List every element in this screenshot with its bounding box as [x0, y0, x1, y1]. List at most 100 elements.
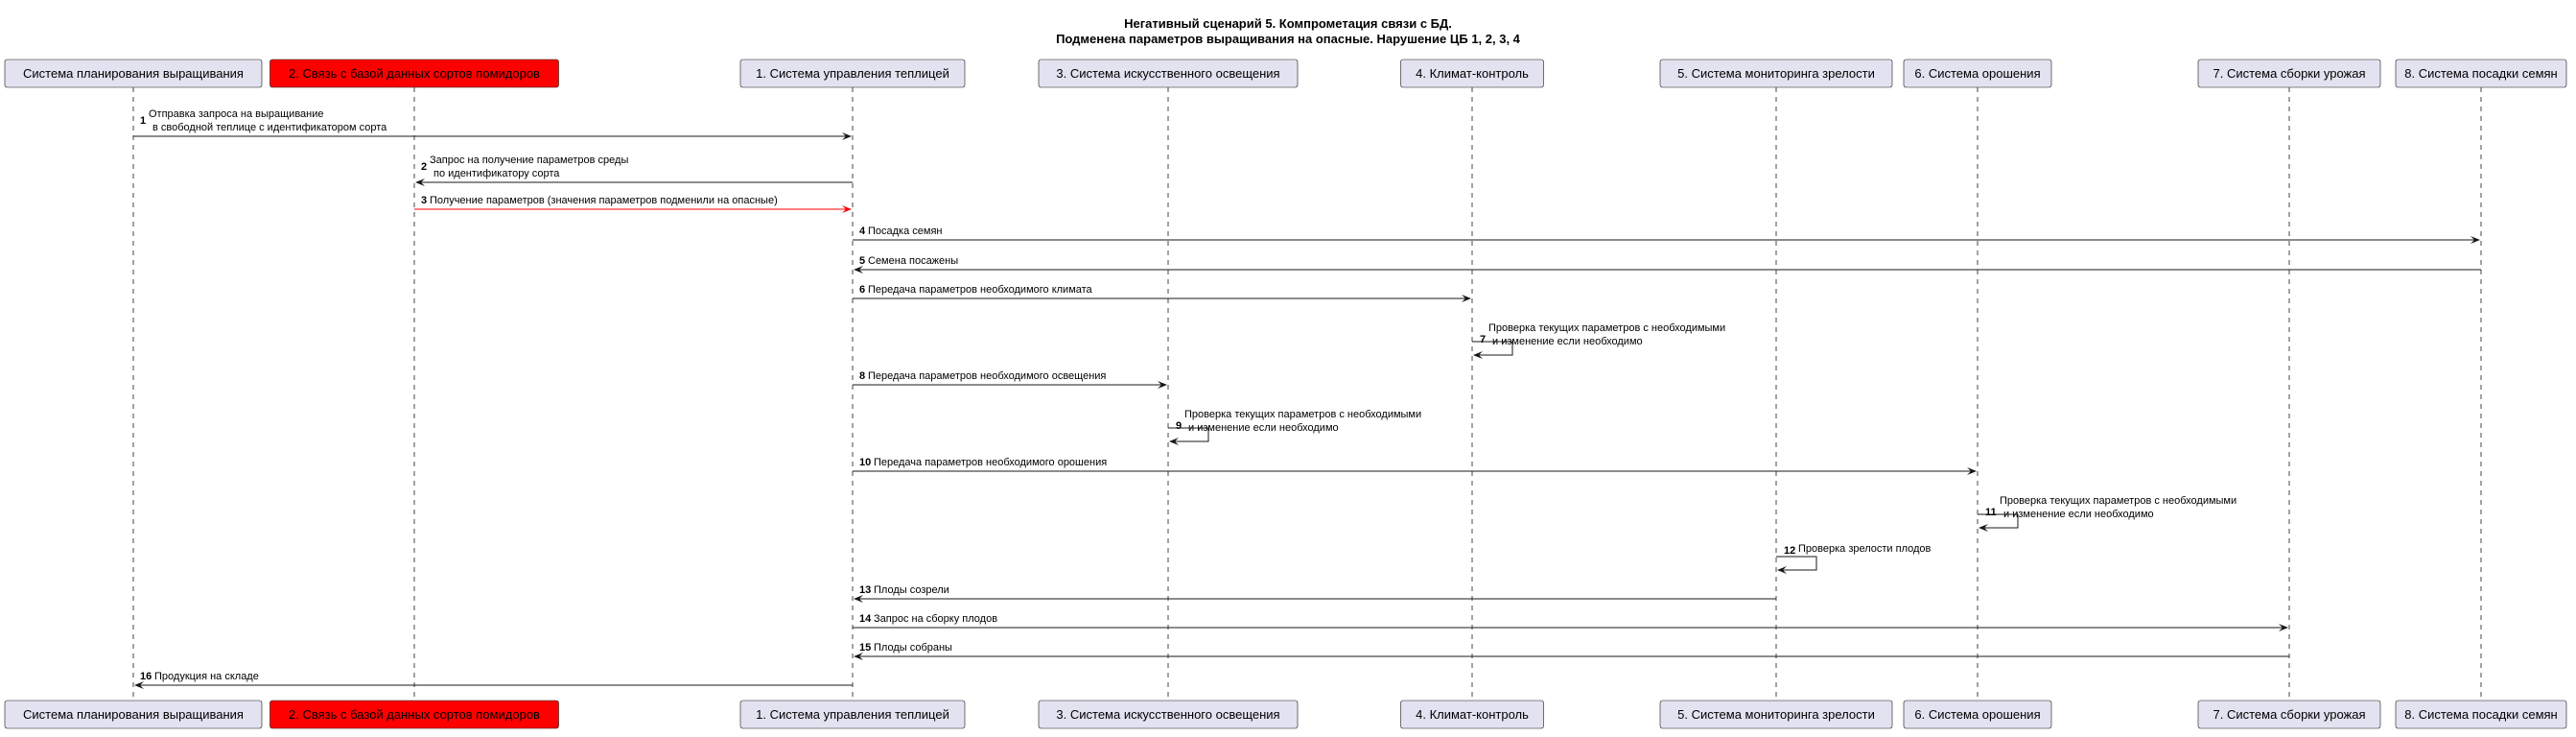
message-text: и изменение если необходимо — [2003, 509, 2154, 520]
message-loop — [1776, 556, 1817, 571]
message-text: и изменение если необходимо — [1188, 422, 1339, 434]
message-loop — [1168, 427, 1209, 442]
participant-ripeness-bottom[interactable]: 5. Система мониторинга зрелости — [1659, 700, 1893, 729]
diagram-title-line-1: Негативный сценарий 5. Компрометация свя… — [1124, 16, 1452, 31]
message-text: Передача параметров необходимого климата — [868, 284, 1093, 296]
participant-lighting-bottom[interactable]: 3. Система искусственного освещения — [1038, 700, 1299, 729]
message-text: Продукция на складе — [154, 671, 259, 682]
participant-label: 7. Система сборки урожая — [2213, 707, 2365, 722]
diagram-title: Негативный сценарий 5. Компрометация свя… — [1056, 16, 1521, 46]
participant-label: 2. Связь с базой данных сортов помидоров — [289, 66, 540, 81]
message-arrowhead — [842, 205, 852, 213]
message-number: 8 — [859, 370, 865, 382]
participant-irrigation-bottom[interactable]: 6. Система орошения — [1903, 700, 2052, 729]
message-text: Отправка запроса на выращивание — [149, 108, 324, 120]
participant-seeding-top[interactable]: 8. Система посадки семян — [2395, 59, 2567, 88]
message-number: 9 — [1176, 420, 1182, 432]
message-arrowhead — [1473, 351, 1483, 359]
participant-box — [2197, 59, 2381, 88]
participants-header: Система планирования выращивания 2. Связь… — [4, 59, 2567, 88]
participant-climate-top[interactable]: 4. Климат-контроль — [1400, 59, 1544, 88]
message-number: 11 — [1985, 507, 1997, 518]
message-text: Посадка семян — [868, 226, 943, 237]
participant-seeding-bottom[interactable]: 8. Система посадки семян — [2395, 700, 2567, 729]
message-number: 1 — [140, 115, 146, 127]
participant-box — [1659, 59, 1893, 88]
message-arrowhead — [854, 266, 863, 273]
message-text: Получение параметров (значения параметро… — [430, 195, 778, 206]
participant-harvest-top[interactable]: 7. Система сборки урожая — [2197, 59, 2381, 88]
participant-label: 6. Система орошения — [1914, 66, 2040, 81]
message-arrowhead — [134, 681, 144, 689]
participant-harvest-bottom[interactable]: 7. Система сборки урожая — [2197, 700, 2381, 729]
message-text: Плоды созрели — [874, 584, 949, 596]
participant-planning-top[interactable]: Система планирования выращивания — [4, 59, 263, 88]
participant-irrigation-top[interactable]: 6. Система орошения — [1903, 59, 2052, 88]
participant-label: Система планирования выращивания — [23, 66, 244, 81]
message-arrowhead — [1979, 524, 1988, 532]
participant-box — [1038, 700, 1299, 729]
message-text: в свободной теплице с идентификатором со… — [152, 122, 387, 133]
message-text: и изменение если необходимо — [1492, 336, 1643, 347]
message-arrowhead — [854, 653, 863, 660]
participant-box — [269, 59, 559, 88]
participant-box — [739, 59, 966, 88]
message-text: Запрос на получение параметров среды — [430, 155, 628, 166]
message-arrowhead — [2279, 624, 2288, 631]
message-text: Проверка текущих параметров с необходимы… — [1184, 409, 1421, 420]
message-text: Передача параметров необходимого освещен… — [868, 370, 1106, 382]
message-loop — [1472, 341, 1513, 356]
message-number: 14 — [859, 613, 872, 625]
message-text: по идентификатору сорта — [433, 168, 560, 179]
participant-box — [1903, 59, 2052, 88]
participant-climate-bottom[interactable]: 4. Климат-контроль — [1400, 700, 1544, 729]
participant-greenhouse-top[interactable]: 1. Система управления теплицей — [739, 59, 966, 88]
message-number: 3 — [421, 195, 427, 206]
participant-label: 3. Система искусственного освещения — [1056, 707, 1279, 722]
participant-label: 1. Система управления теплицей — [756, 707, 949, 722]
participant-box — [269, 700, 559, 729]
participant-db-bottom[interactable]: 2. Связь с базой данных сортов помидоров — [269, 700, 559, 729]
participant-lighting-top[interactable]: 3. Система искусственного освещения — [1038, 59, 1299, 88]
message-arrowhead — [1462, 295, 1471, 302]
participant-ripeness-top[interactable]: 5. Система мониторинга зрелости — [1659, 59, 1893, 88]
message-text: Плоды собраны — [874, 642, 952, 654]
participant-box — [2395, 700, 2567, 729]
participant-box — [739, 700, 966, 729]
message-arrowhead — [2471, 236, 2480, 244]
participant-box — [4, 700, 263, 729]
participant-box — [2395, 59, 2567, 88]
participant-label: 4. Климат-контроль — [1416, 707, 1529, 722]
message-number: 15 — [859, 642, 871, 654]
message-arrowhead — [1967, 467, 1977, 475]
message-number: 10 — [859, 457, 871, 468]
message-arrowhead — [415, 178, 425, 186]
participant-label: 3. Система искусственного освещения — [1056, 66, 1279, 81]
participant-db-top[interactable]: 2. Связь с базой данных сортов помидоров — [269, 59, 559, 88]
participant-box — [2197, 700, 2381, 729]
participant-box — [1903, 700, 2052, 729]
participant-label: 5. Система мониторинга зрелости — [1677, 66, 1875, 81]
participant-planning-bottom[interactable]: Система планирования выращивания — [4, 700, 263, 729]
participant-greenhouse-bottom[interactable]: 1. Система управления теплицей — [739, 700, 966, 729]
diagram-title-line-2: Подменена параметров выращивания на опас… — [1056, 32, 1521, 46]
message-number: 16 — [140, 671, 152, 682]
participant-box — [1038, 59, 1299, 88]
participant-label: 6. Система орошения — [1914, 707, 2040, 722]
message-loop — [1978, 513, 2019, 529]
message-text: Семена посажены — [868, 255, 958, 267]
participant-label: 8. Система посадки семян — [2404, 66, 2557, 81]
message-number: 5 — [859, 255, 865, 267]
